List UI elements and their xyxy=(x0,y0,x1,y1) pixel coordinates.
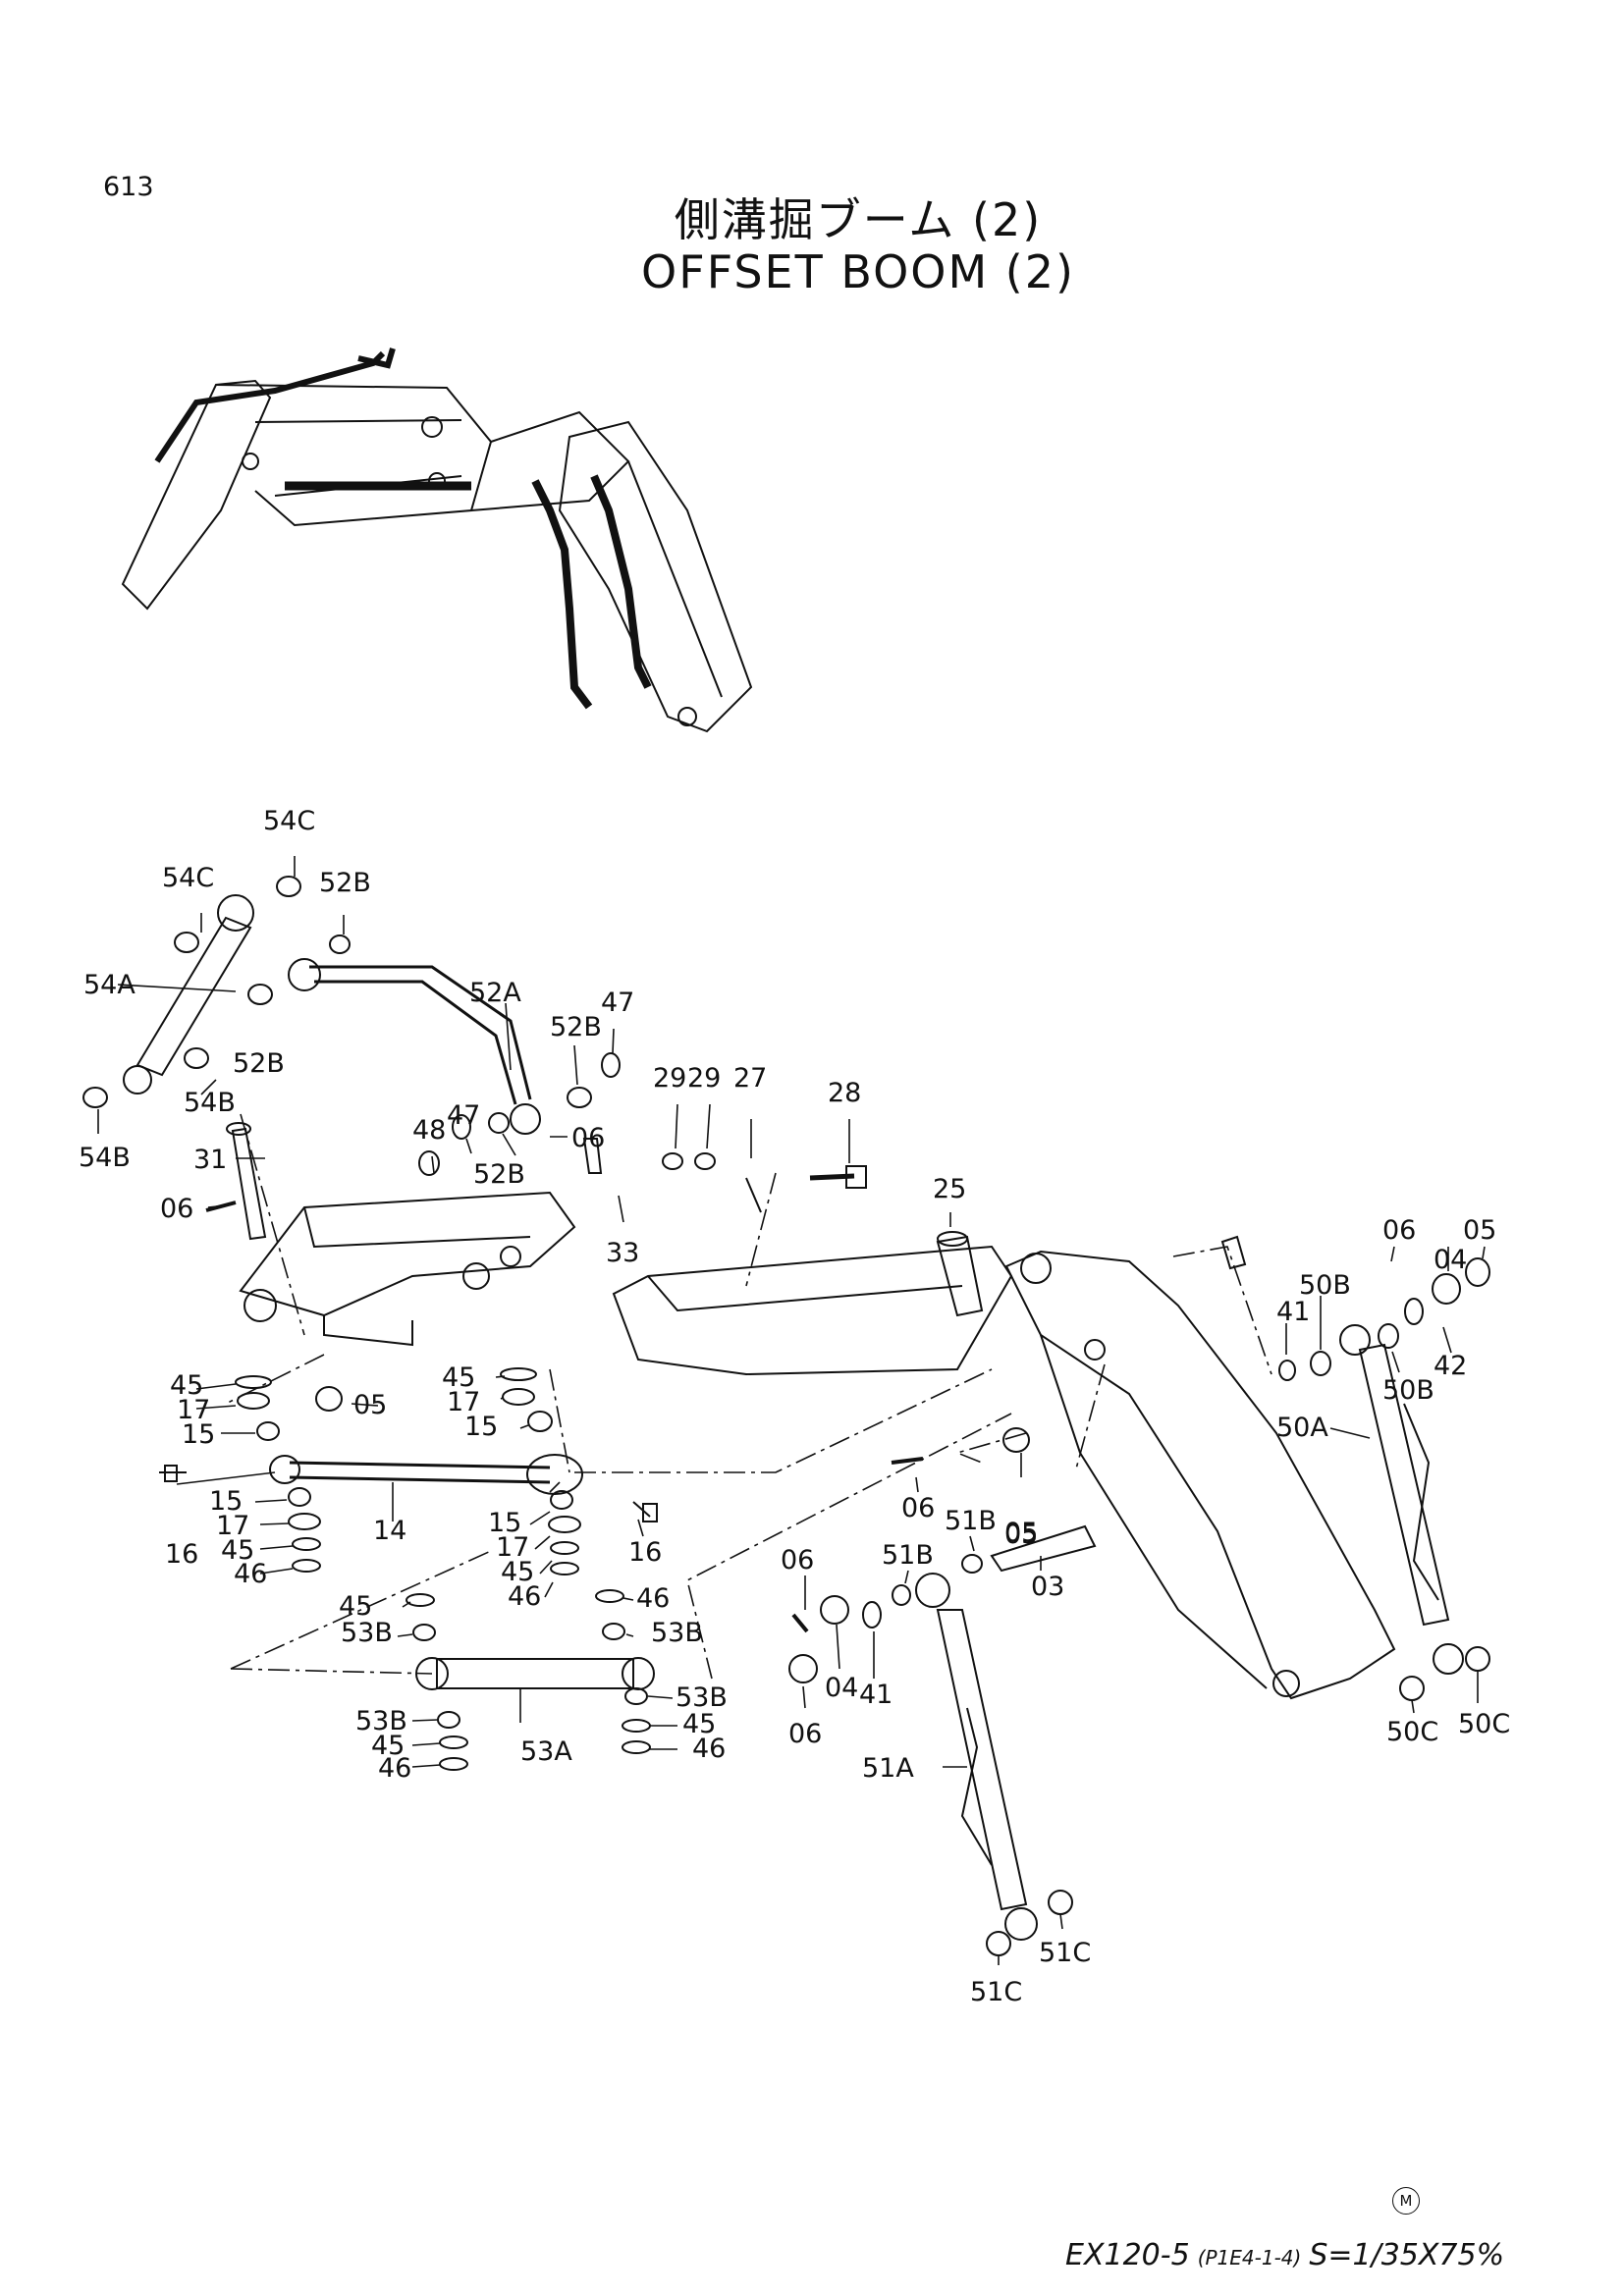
callout-label: 45 xyxy=(170,1370,203,1401)
main-boom-illustration xyxy=(123,894,1464,1941)
callout-label: 46 xyxy=(378,1753,411,1784)
callout-label: 29 xyxy=(653,1063,686,1094)
callout-label: 51C xyxy=(1039,1938,1091,1968)
callout-label: 48 xyxy=(412,1115,446,1146)
drawing-code: (P1E4-1-4) xyxy=(1197,2246,1302,2269)
callout-label: 14 xyxy=(373,1516,406,1546)
callout-label: 51B xyxy=(882,1540,934,1571)
callout-label: 16 xyxy=(628,1537,662,1568)
callout-labels: 54C 54C 52B 54A 52A 52B 47 52B 54B 54B 4… xyxy=(79,806,1510,2007)
callout-label: 45 xyxy=(501,1557,534,1587)
callout-label: 06 xyxy=(1382,1215,1416,1246)
callout-label: 05 xyxy=(1004,1520,1038,1550)
callout-label: 31 xyxy=(193,1145,227,1175)
callout-label: 17 xyxy=(216,1511,249,1541)
callout-label: 29 xyxy=(687,1063,721,1094)
callout-label: 50B xyxy=(1382,1375,1434,1406)
callout-label: 50C xyxy=(1458,1709,1510,1739)
callout-label: 06 xyxy=(571,1123,605,1153)
callout-label: 46 xyxy=(508,1581,541,1612)
callout-label: 54C xyxy=(162,863,214,893)
callout-label: 54A xyxy=(83,970,135,1000)
callout-label: 25 xyxy=(933,1174,966,1204)
callout-label: 52B xyxy=(473,1159,525,1190)
overview-illustration xyxy=(121,347,753,733)
callout-label: 54B xyxy=(79,1143,131,1173)
callout-leaders xyxy=(97,856,1486,1965)
callout-label: 06 xyxy=(160,1194,193,1224)
callout-label: 45 xyxy=(221,1535,254,1566)
callout-label: 51B xyxy=(945,1506,997,1536)
footer-caption: EX120-5 (P1E4-1-4) S=1/35X75% xyxy=(1065,2238,1504,2272)
callout-label: 52A xyxy=(469,978,521,1008)
callout-label: 15 xyxy=(209,1486,243,1517)
callout-label: 54C xyxy=(263,806,315,836)
callout-label: 47 xyxy=(447,1100,480,1131)
callout-label: 52B xyxy=(319,868,371,898)
callout-label: 46 xyxy=(636,1583,670,1614)
callout-label: 51A xyxy=(862,1753,914,1784)
callout-label: 28 xyxy=(828,1078,861,1108)
page-number: 613 xyxy=(103,172,154,202)
callout-label: 42 xyxy=(1434,1351,1467,1381)
callout-label: 50C xyxy=(1386,1717,1438,1747)
callout-label: 54B xyxy=(184,1088,236,1118)
callout-label: 50B xyxy=(1299,1270,1351,1301)
callout-label: 51C xyxy=(970,1977,1022,2007)
callout-label: 27 xyxy=(733,1063,767,1094)
callout-label: 06 xyxy=(901,1493,935,1523)
title-english: OFFSET BOOM (2) xyxy=(641,245,1075,298)
callout-label: 17 xyxy=(447,1387,480,1417)
callout-label: 04 xyxy=(825,1673,858,1703)
callout-label: 04 xyxy=(1434,1245,1467,1275)
callout-label: 33 xyxy=(606,1238,639,1268)
callout-label: 45 xyxy=(371,1731,405,1761)
callout-label: 53A xyxy=(520,1736,572,1767)
callout-label: 15 xyxy=(464,1412,498,1442)
callout-label: 50A xyxy=(1276,1413,1328,1443)
callout-label: 15 xyxy=(182,1419,215,1450)
callout-label: 05 xyxy=(1004,1518,1038,1548)
callout-label: 52B xyxy=(233,1048,285,1079)
callout-label: 05 xyxy=(1463,1215,1496,1246)
callout-label: 47 xyxy=(601,988,634,1018)
callout-label: 15 xyxy=(488,1508,521,1538)
callout-label: 16 xyxy=(165,1539,198,1570)
callout-label: 53B xyxy=(341,1618,393,1648)
callout-label: 46 xyxy=(692,1734,726,1764)
callout-label: 45 xyxy=(339,1591,372,1622)
callout-label: 53B xyxy=(651,1618,703,1648)
callout-label: 53B xyxy=(676,1682,728,1713)
callout-label: 17 xyxy=(496,1532,529,1563)
callout-label: 05 xyxy=(353,1390,387,1420)
m-mark: M xyxy=(1392,2187,1420,2215)
small-part-glyphs xyxy=(82,876,1490,1956)
callout-label: 46 xyxy=(234,1559,267,1589)
model-name: EX120-5 xyxy=(1065,2238,1190,2272)
callout-label: 03 xyxy=(1031,1572,1064,1602)
callout-label: 45 xyxy=(442,1362,475,1393)
callout-label: 52B xyxy=(550,1012,602,1042)
callout-label: 41 xyxy=(859,1680,893,1710)
callout-label: 45 xyxy=(682,1709,716,1739)
callout-label: 06 xyxy=(788,1719,822,1749)
title-japanese: 側溝掘ブーム (2) xyxy=(674,193,1043,246)
callout-label: 41 xyxy=(1276,1297,1310,1327)
callout-label: 17 xyxy=(177,1395,210,1425)
scale-note: S=1/35X75% xyxy=(1309,2238,1505,2272)
callout-label: 53B xyxy=(355,1706,407,1736)
callout-label: 06 xyxy=(781,1545,814,1575)
